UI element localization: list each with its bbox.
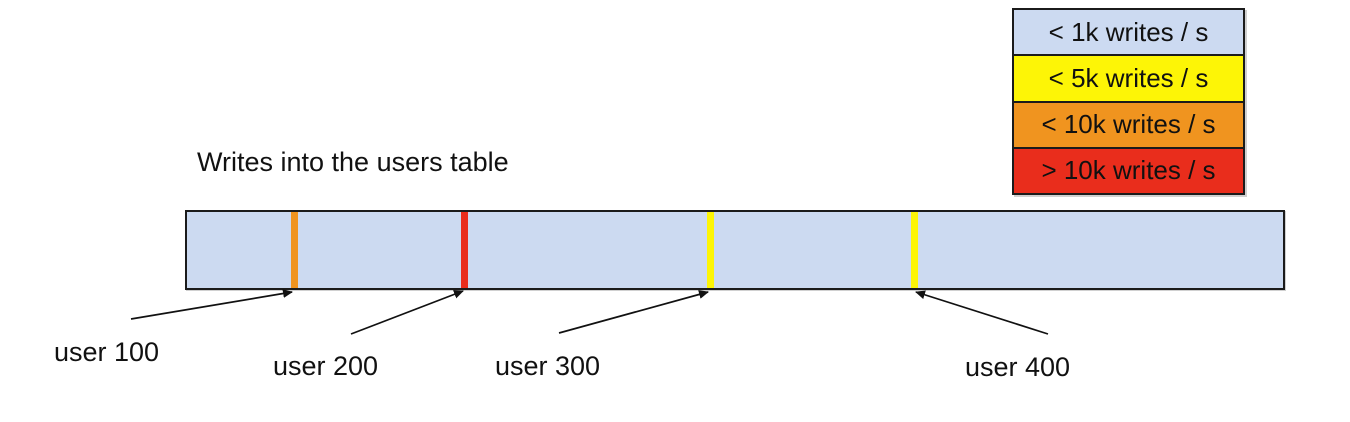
label-user-200: user 200 xyxy=(273,351,379,381)
legend-item-4: > 10k writes / s xyxy=(1014,148,1243,193)
stripe-user-200 xyxy=(461,212,468,288)
users-table-bar xyxy=(185,210,1285,290)
stripe-user-100 xyxy=(291,212,298,288)
legend-item-1: < 1k writes / s xyxy=(1014,10,1243,57)
label-user-300: user 300 xyxy=(495,351,601,381)
label-user-400: user 400 xyxy=(965,352,1071,382)
diagram-title: Writes into the users table xyxy=(197,147,509,177)
write-rate-legend: < 1k writes / s< 5k writes / s< 10k writ… xyxy=(1012,8,1245,195)
legend-item-2: < 5k writes / s xyxy=(1014,56,1243,103)
arrow-user-400 xyxy=(915,290,1049,335)
stripe-user-400 xyxy=(911,212,918,288)
label-user-100: user 100 xyxy=(54,337,160,367)
arrow-user-300 xyxy=(558,290,709,334)
stripe-user-300 xyxy=(707,212,714,288)
arrow-user-200 xyxy=(350,290,464,335)
arrow-user-100 xyxy=(130,289,293,320)
legend-item-3: < 10k writes / s xyxy=(1014,102,1243,149)
